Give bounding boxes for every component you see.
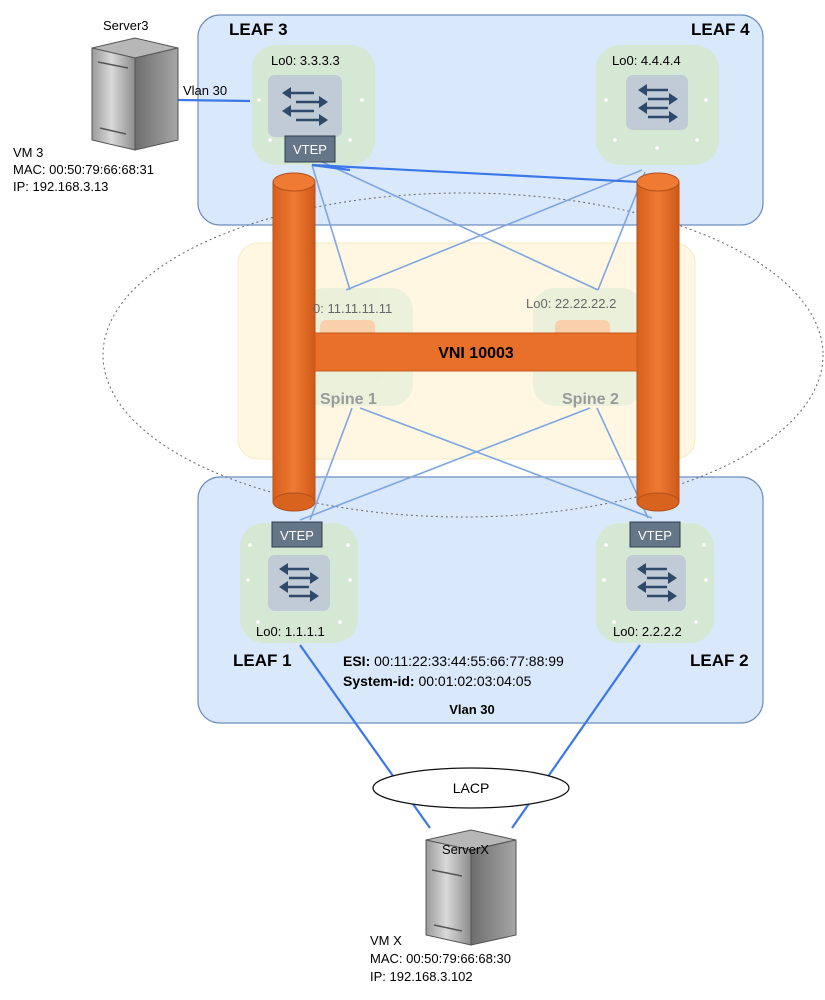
- esi-line: ESI: 00:11:22:33:44:55:66:77:88:99: [343, 653, 564, 669]
- link-leaf3-leaf4-overlay-tail: [311, 163, 351, 172]
- spine1-name: Spine 1: [320, 391, 377, 408]
- switch-icon: [637, 563, 677, 602]
- link-leaf3-spine1: [311, 164, 351, 291]
- serverx-icon: [425, 829, 517, 946]
- leaf2-vtep-badge: [629, 521, 681, 548]
- link-spine1-leaf1: [309, 407, 353, 521]
- vmx-name: VM X: [370, 933, 402, 948]
- tunnel-left-cylinder: [272, 172, 316, 512]
- vm3-name: VM 3: [13, 145, 43, 160]
- vm3-mac: MAC: 00:50:79:66:68:31: [13, 162, 154, 177]
- tunnel-right-cylinder: [636, 172, 680, 512]
- switch-icon: [638, 84, 678, 123]
- leaf1-vtep-badge: [271, 521, 323, 548]
- spine1-lo0: 0: 11.11.11.11: [313, 301, 392, 316]
- link-leaf3-leaf4-overlay: [311, 163, 641, 184]
- sysid-value: 00:01:02:03:04:05: [415, 673, 532, 689]
- link-leaf3-spine2: [317, 159, 599, 291]
- leaf2-lo0: Lo0: 2.2.2.2: [613, 624, 682, 639]
- spine2-name: Spine 2: [562, 391, 619, 408]
- leaf4-lo0: Lo0: 4.4.4.4: [612, 53, 681, 68]
- fabric-ellipse: [102, 192, 824, 518]
- link-leaf4-spine1: [345, 169, 643, 291]
- leaf3-vtep-label: VTEP: [293, 142, 327, 157]
- vmx-mac: MAC: 00:50:79:66:68:30: [370, 951, 511, 966]
- vm3-ip: IP: 192.168.3.13: [13, 179, 108, 194]
- esi-key: ESI:: [343, 653, 370, 669]
- leaf4-switch: [596, 45, 719, 165]
- link-spine2-leaf1: [299, 407, 591, 521]
- sysid-line: System-id: 00:01:02:03:04:05: [343, 673, 532, 689]
- link-spine1-leaf2: [359, 407, 653, 519]
- leaf2-vtep-label: VTEP: [638, 528, 672, 543]
- leaf1-vtep-label: VTEP: [280, 528, 314, 543]
- leaf3-vtep-badge: [284, 135, 336, 163]
- vmx-ip: IP: 192.168.3.102: [370, 969, 473, 984]
- server3-icon: [91, 37, 179, 151]
- switch-icon: [282, 87, 328, 126]
- leaf1-lo0: Lo0: 1.1.1.1: [256, 624, 325, 639]
- vni-tunnel-bar: [314, 332, 638, 372]
- leaf2-switch: [596, 523, 714, 643]
- link-server3-leaf3: [177, 98, 251, 103]
- fabric-links: [299, 159, 653, 521]
- leaf4-title: LEAF 4: [691, 20, 750, 39]
- spine2-lo0: Lo0: 22.22.22.2: [526, 296, 616, 311]
- vni-label: VNI 10003: [438, 345, 514, 362]
- sysid-key: System-id:: [343, 673, 415, 689]
- leaf3-title: LEAF 3: [229, 20, 288, 39]
- bottom-vlan-label: Vlan 30: [449, 702, 495, 717]
- lacp-ellipse: [372, 767, 570, 809]
- server3-link-label: Vlan 30: [183, 83, 227, 98]
- leaf3-lo0: Lo0: 3.3.3.3: [271, 53, 340, 68]
- switch-icon: [279, 563, 319, 602]
- leaf1-switch: [240, 523, 358, 643]
- leaf2-title: LEAF 2: [690, 651, 749, 670]
- server3-name: Server3: [103, 18, 149, 33]
- esi-value: 00:11:22:33:44:55:66:77:88:99: [370, 653, 564, 669]
- leaf3-switch: [252, 45, 375, 165]
- lacp-label: LACP: [453, 780, 490, 796]
- serverx-name: ServerX: [442, 842, 489, 857]
- leaf1-title: LEAF 1: [233, 651, 292, 670]
